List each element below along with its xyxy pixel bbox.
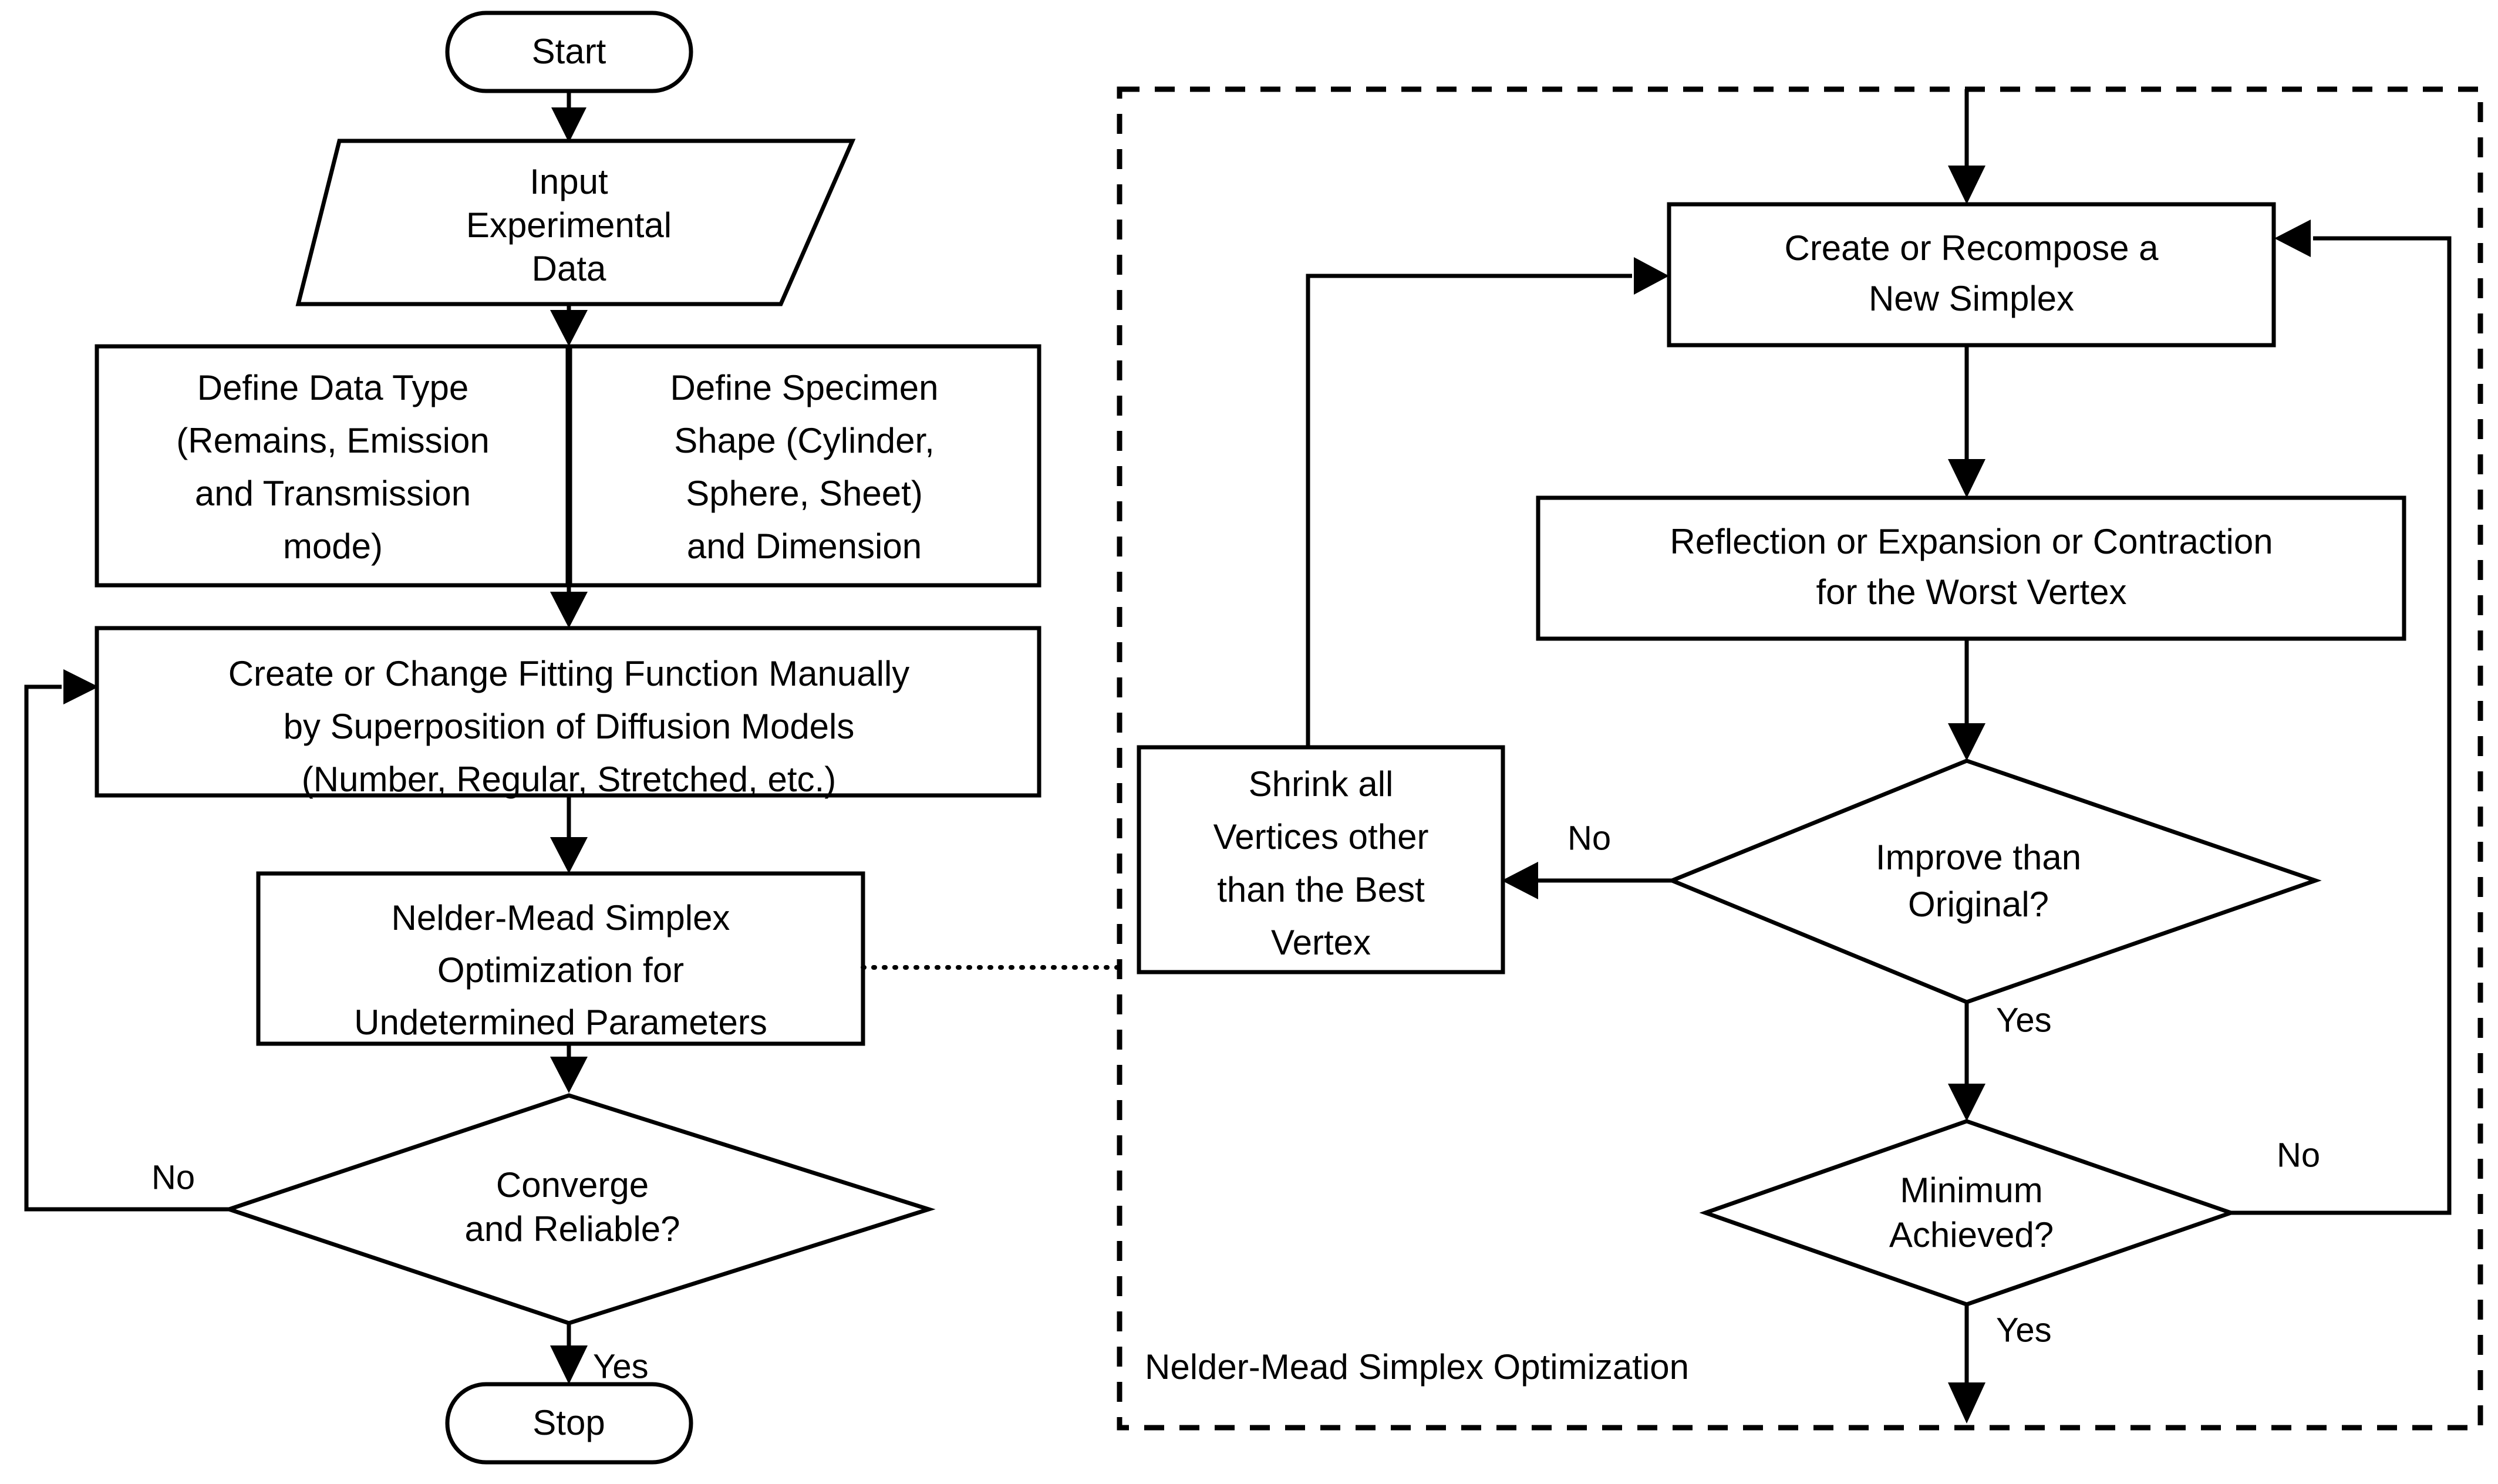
node-define-left-line-2: (Remains, Emission [176, 421, 489, 460]
node-define-left-line-3: and Transmission [195, 474, 471, 513]
node-minimum-decision: Minimum Achieved? [1699, 1119, 2237, 1307]
node-reflection-line-2: for the Worst Vertex [1816, 572, 2126, 612]
node-nm-line-3: Undetermined Parameters [354, 1003, 767, 1042]
node-shrink-vertices: Shrink all Vertices other than the Best … [1137, 745, 1505, 974]
edge-minimum-no-loop: No [2231, 220, 2452, 1215]
node-nm-line-2: Optimization for [437, 950, 684, 990]
label-minimum-yes: Yes [1996, 1311, 2052, 1349]
node-define-left-line-4: mode) [283, 527, 383, 566]
node-fitting-line-3: (Number, Regular, Stretched, etc.) [302, 760, 836, 799]
edge-define-to-fitting [550, 585, 588, 628]
node-fitting-function: Create or Change Fitting Function Manual… [95, 626, 1041, 799]
edge-improve-yes-to-minimum: Yes [1948, 1001, 2052, 1121]
edge-shrink-to-createsimplex [1306, 257, 1669, 747]
node-define-right-line-4: and Dimension [687, 527, 922, 566]
node-improve-line-1: Improve than [1876, 838, 2081, 877]
node-minimum-line-2: Achieved? [1889, 1215, 2054, 1254]
node-nelder-mead-optimization: Nelder-Mead Simplex Optimization for Und… [256, 871, 865, 1046]
node-input-line-1: Input [530, 162, 608, 201]
node-define-right-line-2: Shape (Cylinder, [674, 421, 935, 460]
node-improve-line-2: Original? [1908, 885, 2049, 924]
node-define-left-line-1: Define Data Type [197, 368, 469, 407]
edge-fitting-to-neldermead [550, 795, 588, 873]
node-start: Start [445, 11, 693, 93]
node-input-line-2: Experimental [466, 205, 672, 245]
node-converge-decision: Converge and Reliable? [222, 1093, 936, 1326]
label-improve-yes: Yes [1996, 1001, 2052, 1039]
node-shrink-line-4: Vertex [1271, 923, 1371, 962]
edge-improve-no-to-shrink: No [1502, 819, 1672, 899]
node-converge-line-1: Converge [496, 1165, 649, 1205]
edge-converge-no-loop: No [24, 669, 229, 1212]
node-shrink-line-1: Shrink all [1249, 764, 1394, 804]
node-reflection-line-1: Reflection or Expansion or Contraction [1670, 522, 2273, 561]
node-improve-decision: Improve than Original? [1666, 758, 2322, 1004]
subprocess-group-border [1117, 86, 2483, 1431]
node-shrink-line-2: Vertices other [1213, 817, 1429, 856]
node-fitting-line-1: Create or Change Fitting Function Manual… [228, 654, 910, 693]
node-minimum-line-1: Minimum [1900, 1171, 2042, 1210]
edge-converge-yes-to-stop: Yes [550, 1323, 649, 1385]
label-minimum-no: No [2277, 1136, 2320, 1174]
node-create-simplex-line-1: Create or Recompose a [1785, 228, 2159, 268]
node-input-experimental-data: Input Experimental Data [295, 139, 856, 306]
node-converge-line-2: and Reliable? [465, 1209, 680, 1249]
subprocess-group-label: Nelder-Mead Simplex Optimization [1145, 1347, 1689, 1387]
node-create-simplex-line-2: New Simplex [1869, 279, 2074, 318]
edge-createsimplex-to-reflection [1948, 345, 1985, 498]
node-stop: Stop [445, 1382, 693, 1465]
edge-minimum-yes-exit: Yes [1948, 1304, 2052, 1424]
node-shrink-line-3: than the Best [1217, 870, 1425, 909]
edge-start-to-input [551, 91, 586, 143]
edge-input-to-define [550, 304, 588, 346]
node-define-right-line-3: Sphere, Sheet) [686, 474, 923, 513]
node-fitting-line-2: by Superposition of Diffusion Models [284, 707, 855, 746]
node-stop-label: Stop [532, 1403, 605, 1442]
label-converge-yes: Yes [593, 1347, 649, 1385]
label-improve-no: No [1567, 819, 1611, 857]
edge-subprocess-entry [1948, 89, 1985, 204]
edge-neldermead-to-converge [550, 1044, 588, 1093]
edge-reflection-to-improve [1948, 639, 1985, 761]
label-converge-no: No [151, 1158, 195, 1196]
node-define-data-and-specimen: Define Data Type (Remains, Emission and … [95, 344, 1041, 588]
node-input-line-3: Data [532, 249, 606, 288]
node-nm-line-1: Nelder-Mead Simplex [392, 898, 730, 937]
node-start-label: Start [532, 32, 606, 71]
node-create-simplex: Create or Recompose a New Simplex [1667, 202, 2276, 348]
node-reflection-expansion-contraction: Reflection or Expansion or Contraction f… [1536, 495, 2406, 641]
node-define-right-line-1: Define Specimen [670, 368, 939, 407]
